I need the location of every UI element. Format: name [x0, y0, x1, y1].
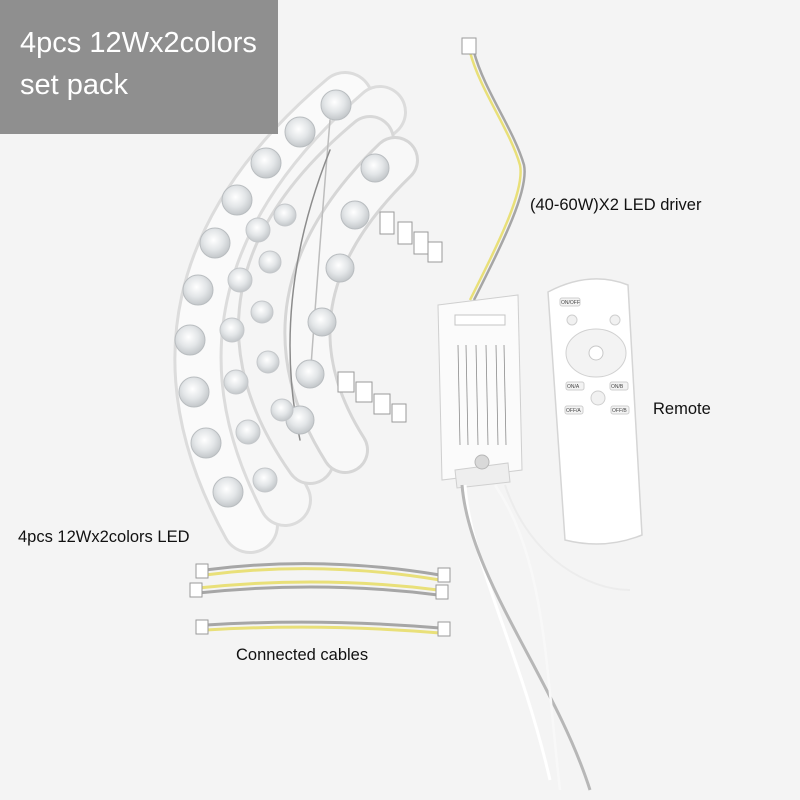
- led-label: 4pcs 12Wx2colors LED: [18, 528, 190, 546]
- led-lenses: [174, 89, 390, 508]
- remote-button-label: OFF/A: [566, 408, 581, 414]
- remote-label: Remote: [653, 400, 711, 418]
- title-line-2: set pack: [20, 69, 128, 101]
- connected-cables: [189, 562, 451, 637]
- driver-label: (40-60W)X2 LED driver: [530, 196, 702, 214]
- remote-button-label: OFF/B: [612, 408, 627, 414]
- led-board-connectors: [337, 211, 443, 423]
- remote-control: ON/OFF ON/A ON/B OFF/A OFF/B: [547, 278, 643, 545]
- title-line-1: 4pcs 12Wx2colors: [20, 27, 257, 59]
- led-arc-boards: [173, 71, 419, 554]
- remote-button-label: ON/A: [567, 384, 580, 390]
- remote-button-label: ON/B: [611, 384, 624, 390]
- title-banner: 4pcs 12Wx2colors set pack: [0, 0, 278, 134]
- cables-label: Connected cables: [236, 646, 369, 664]
- led-driver: [437, 37, 631, 791]
- remote-button-label: ON/OFF: [561, 300, 580, 306]
